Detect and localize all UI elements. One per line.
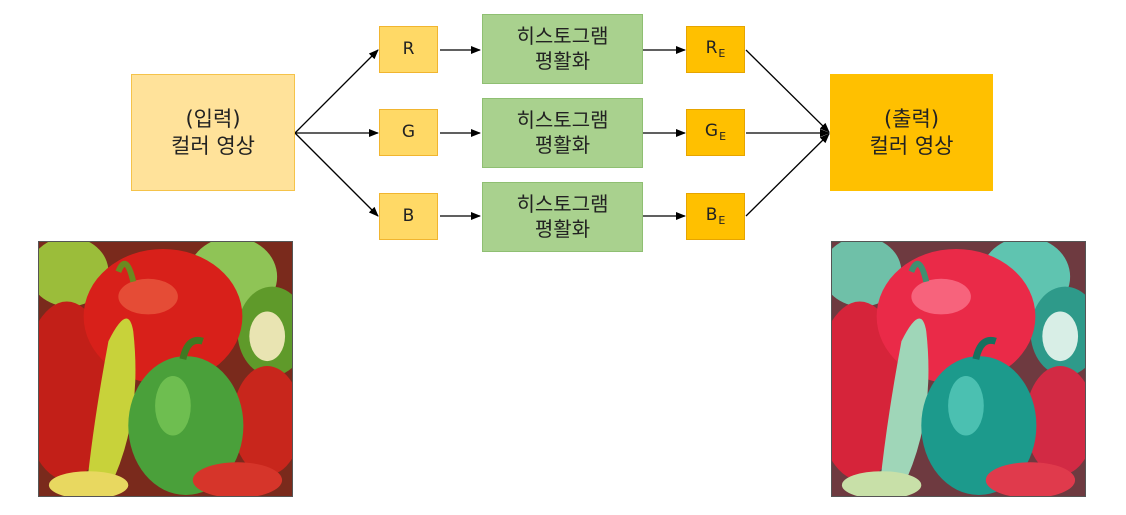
enhanced-box-b: BE	[686, 193, 745, 240]
arrow-input-to-b	[294, 132, 379, 217]
peppers-equalized-icon	[832, 242, 1085, 496]
channel-label: R	[402, 38, 415, 59]
input-color-image-box: (입력) 컬러 영상	[131, 74, 295, 191]
channel-box-r: R	[379, 26, 438, 73]
output-color-image-box: (출력) 컬러 영상	[830, 74, 993, 191]
equalize-box-b: 히스토그램 평활화	[482, 182, 643, 252]
channel-box-b: B	[379, 193, 438, 240]
arrow-be-to-output	[745, 133, 830, 217]
enhanced-box-g: GE	[686, 109, 745, 156]
output-label: (출력) 컬러 영상	[869, 107, 954, 158]
equalize-label: 히스토그램 평활화	[516, 192, 609, 241]
channel-label: G	[401, 121, 416, 142]
enhanced-subscript: E	[719, 130, 727, 144]
input-label: (입력) 컬러 영상	[171, 107, 255, 158]
enhanced-label: RE	[705, 38, 726, 61]
equalize-label: 히스토그램 평활화	[516, 24, 609, 73]
enhanced-subscript: E	[718, 214, 726, 228]
peppers-original-icon	[39, 242, 292, 496]
enhanced-subscript: E	[718, 47, 726, 61]
channel-box-g: G	[379, 109, 438, 156]
equalize-box-r: 히스토그램 평활화	[482, 14, 643, 84]
enhanced-label: BE	[705, 205, 726, 228]
enhanced-box-r: RE	[686, 26, 745, 73]
channel-label: B	[402, 205, 415, 226]
equalize-box-g: 히스토그램 평활화	[482, 98, 643, 168]
arrow-input-to-r	[294, 49, 379, 134]
enhanced-label: GE	[704, 121, 727, 144]
peppers-photo-original	[38, 241, 293, 497]
peppers-photo-equalized	[831, 241, 1086, 497]
arrow-re-to-output	[745, 49, 830, 133]
equalize-label: 히스토그램 평활화	[516, 108, 609, 157]
